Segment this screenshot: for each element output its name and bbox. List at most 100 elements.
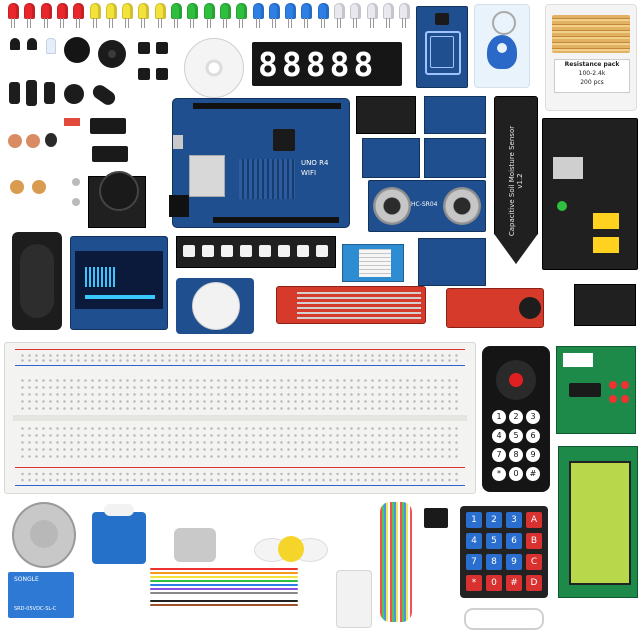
- led-light: [334, 3, 345, 19]
- led-light: [399, 3, 411, 19]
- led-leg: [372, 18, 374, 28]
- display-digits: 88888: [258, 45, 378, 84]
- led-leg: [258, 18, 260, 28]
- led-leg: [323, 18, 325, 28]
- led-light: [154, 3, 166, 19]
- ir-remote: (function(){ const keys = JSON.parse(doc…: [482, 346, 550, 492]
- servo-motor: [92, 504, 146, 564]
- key-ring-icon: [492, 11, 516, 35]
- led-leg: [30, 18, 32, 28]
- remote-key: #: [526, 467, 540, 481]
- rail-negative: [15, 365, 465, 366]
- led-light: [24, 3, 36, 19]
- led-leg: [157, 18, 159, 28]
- rgb-led: [202, 245, 214, 257]
- rail-negative: [15, 485, 465, 486]
- oled-display: [70, 236, 168, 330]
- led-leg: [239, 18, 241, 28]
- buzzer-hole: [108, 50, 116, 58]
- membrane-keypad: (function(){ const keys = JSON.parse(doc…: [460, 506, 548, 598]
- remote-key: 1: [492, 410, 506, 424]
- rfid-chip: [435, 13, 449, 25]
- capacitor: [26, 80, 37, 106]
- led-light: [382, 3, 394, 19]
- led-leg: [79, 18, 81, 28]
- rfid-module: [416, 6, 468, 88]
- transistor: [27, 38, 37, 50]
- stepper-motor: [12, 502, 76, 568]
- led-light: [40, 3, 52, 19]
- keypad-key: 8: [486, 554, 502, 570]
- jumper-wire: [150, 588, 298, 590]
- jumper-wire: [150, 592, 298, 594]
- seven-segment-display: 88888: [252, 42, 402, 86]
- led-leg: [27, 18, 29, 28]
- resistor-pack-label: Resistance pack 100-2.4k 200 pcs: [554, 59, 630, 93]
- potentiometer: [64, 84, 84, 104]
- relay-model: SRD-05VDC-SL-C: [14, 606, 57, 612]
- led-light: [8, 3, 19, 19]
- led-leg: [385, 18, 387, 28]
- remote-key: 7: [492, 448, 506, 462]
- oled-graph: [85, 267, 115, 287]
- ultrasonic-sensor: HC-SR04: [368, 180, 486, 232]
- led-leg: [59, 18, 61, 28]
- led-leg: [288, 18, 290, 28]
- led-light: [350, 3, 362, 19]
- capacitor: [9, 82, 20, 104]
- rgb-led: [278, 245, 290, 257]
- led-leg: [307, 18, 309, 28]
- transistor: [10, 38, 20, 50]
- driver-chip: [569, 383, 601, 397]
- led-light: [252, 3, 264, 19]
- led-leg: [271, 18, 273, 28]
- rgb-led: [297, 245, 309, 257]
- push-button: [156, 42, 168, 54]
- breadboard-holes-main-bottom: [19, 425, 461, 461]
- push-button: [156, 68, 168, 80]
- resistor-strip: [552, 15, 630, 53]
- photoresistor: [26, 134, 40, 148]
- oled-bar: [85, 295, 155, 299]
- led-leg: [356, 18, 358, 28]
- breadboard-holes-top: [19, 353, 461, 363]
- sensor-module: [362, 138, 420, 178]
- capacitor: [44, 82, 55, 104]
- fan-blade: [254, 512, 328, 584]
- arduino-board: UNO R4 WIFI: [169, 98, 350, 228]
- led-leg: [340, 18, 341, 28]
- ir-led: [46, 38, 56, 54]
- ultrasonic-eye-left: [373, 187, 411, 225]
- led-leg: [46, 18, 48, 28]
- wifi-module: [189, 155, 225, 197]
- keypad-key: C: [526, 554, 542, 570]
- led-leg: [95, 18, 97, 28]
- led-leg: [369, 18, 371, 28]
- rail-positive: [15, 349, 465, 350]
- led-leg: [242, 18, 244, 28]
- rgb-led-strip: (function(){ let h=''; for(let i=0;i<8;i…: [176, 236, 336, 268]
- power-switch: [593, 213, 619, 229]
- led-light: [122, 3, 134, 19]
- led-light: [301, 3, 313, 19]
- microphone: [519, 297, 541, 319]
- led-leg: [144, 18, 146, 28]
- led-light: [89, 3, 101, 19]
- led-leg: [209, 18, 211, 28]
- led-leg: [206, 18, 208, 28]
- board-header-bottom: [213, 217, 339, 223]
- remote-key: 4: [492, 429, 506, 443]
- rfid-coil-inner: [430, 36, 454, 68]
- pir-dome: [192, 282, 240, 330]
- remote-key: 0: [509, 467, 523, 481]
- keypad-key: *: [466, 575, 482, 591]
- joystick-module: [88, 171, 146, 228]
- water-level-sensor: [276, 286, 426, 324]
- driver-connector: [563, 353, 593, 367]
- push-button: [138, 42, 150, 54]
- led-leg: [405, 18, 407, 28]
- led-leg: [92, 18, 94, 28]
- rfid-tag-card: [474, 4, 530, 88]
- keypad-key: 3: [506, 512, 522, 528]
- keypad-key: 5: [486, 533, 502, 549]
